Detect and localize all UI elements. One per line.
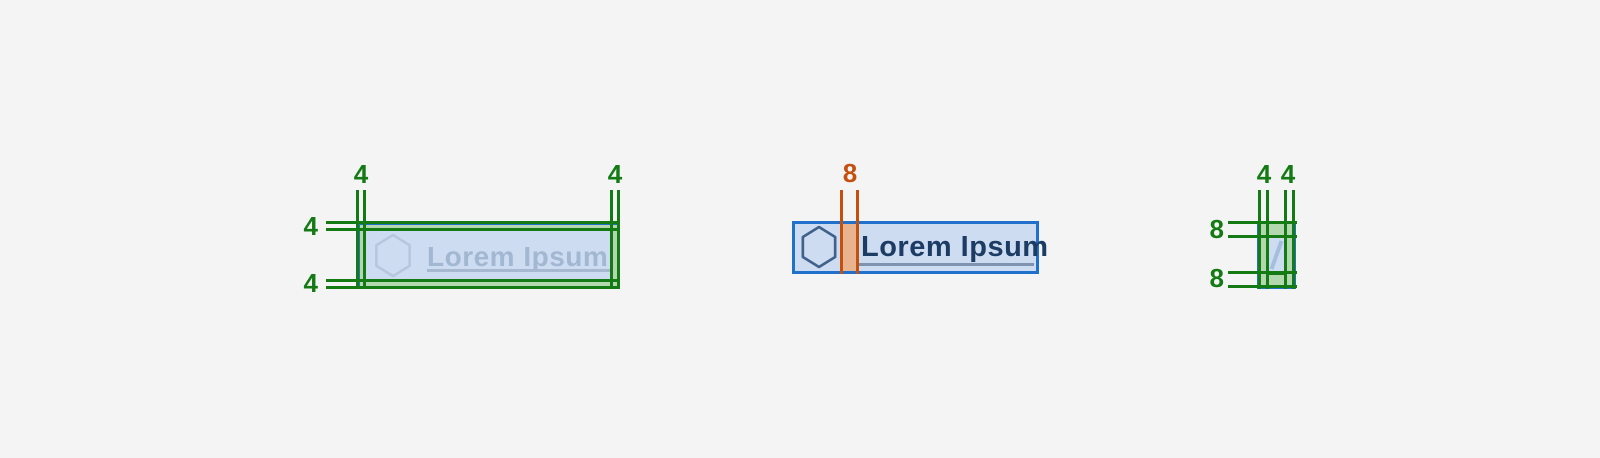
- dimension-label-pad-bottom: 8: [1209, 263, 1224, 293]
- content-area: Lorem Ipsum: [364, 229, 613, 282]
- dimension-line: [326, 286, 620, 289]
- dimension-line: [1228, 235, 1297, 238]
- dimension-line: [1228, 221, 1297, 224]
- dimension-line: [1266, 190, 1269, 289]
- dimension-line: [1258, 190, 1261, 289]
- button-label: Lorem Ipsum: [427, 241, 609, 272]
- text-underline: [427, 269, 610, 272]
- dimension-label-pad-top: 8: [1209, 214, 1224, 244]
- dimension-line: [610, 190, 613, 289]
- dimension-label-pad-left: 4: [353, 159, 369, 189]
- gap-highlight: [843, 224, 856, 271]
- dimension-line: [856, 190, 859, 274]
- dimension-label-pad-right: 4: [607, 159, 623, 189]
- divider-illustration: [1257, 221, 1296, 289]
- dimension-line: [1228, 271, 1297, 274]
- dimension-line: [1228, 285, 1297, 288]
- dimension-label-pad-left: 4: [1256, 159, 1272, 189]
- button-illustration: Lorem Ipsum: [792, 221, 1048, 274]
- dimension-line: [1284, 190, 1287, 289]
- dimension-line: [617, 190, 620, 289]
- hexagon-icon: [801, 225, 837, 269]
- dimension-line: [326, 228, 620, 231]
- dimension-line: [840, 190, 843, 274]
- slash-divider-icon: [1269, 240, 1284, 270]
- dimension-label-icon-gap: 8: [842, 158, 858, 188]
- dimension-label-pad-right: 4: [1280, 159, 1296, 189]
- dimension-line: [326, 221, 620, 224]
- hexagon-icon: [375, 233, 411, 278]
- dimension-line: [1292, 190, 1295, 289]
- button-label: Lorem Ipsum: [861, 231, 1049, 263]
- text-underline: [858, 263, 1034, 266]
- dimension-line: [363, 190, 366, 289]
- dimension-label-pad-top: 4: [303, 211, 318, 241]
- dimension-line: [356, 190, 359, 289]
- dimension-label-pad-bottom: 4: [303, 268, 318, 298]
- dimension-line: [326, 279, 620, 282]
- button-illustration: Lorem Ipsum: [357, 222, 620, 289]
